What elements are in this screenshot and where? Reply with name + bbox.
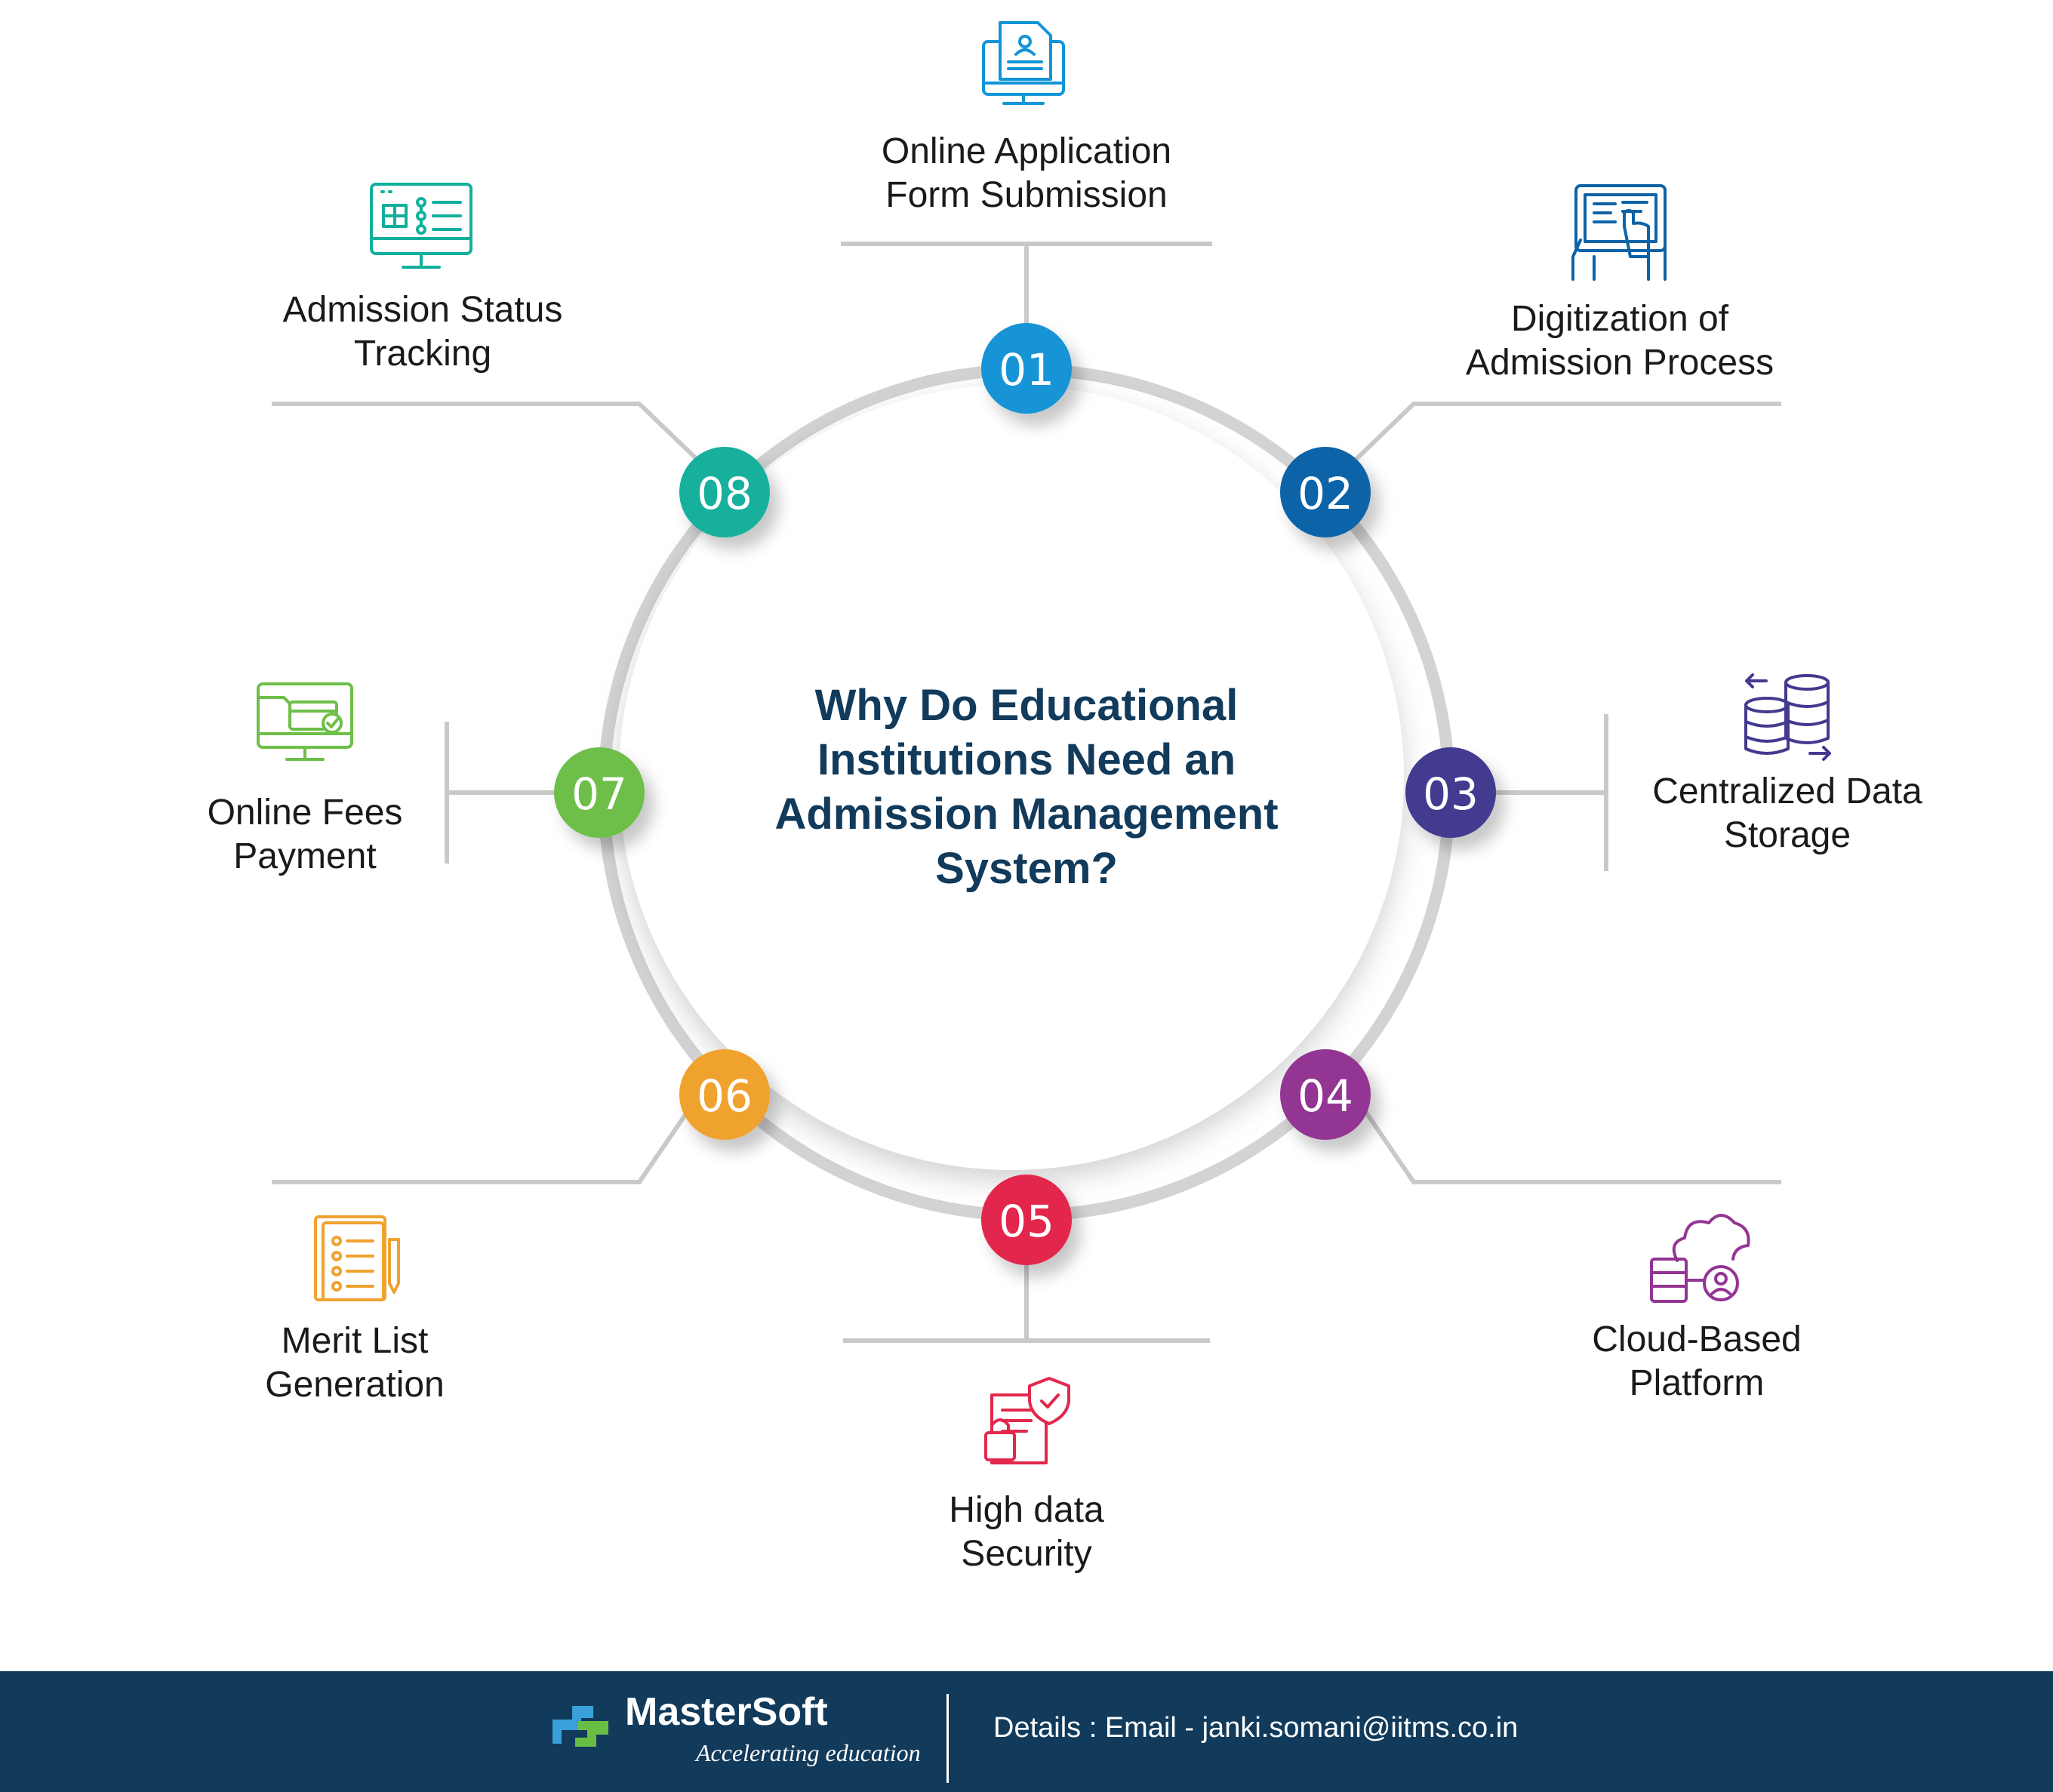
status-tracking-icon (370, 183, 472, 269)
brand-tagline: Accelerating education (696, 1739, 921, 1766)
label-line: Digitization of (1510, 299, 1729, 339)
connector-08 (272, 402, 700, 463)
label-cloud-platform: Cloud-Based Platform (1493, 1318, 1901, 1406)
label-line: Payment (233, 836, 377, 876)
diagram-canvas: 01 02 03 04 05 06 07 08 (257, 21, 1831, 1464)
badge-number: 03 (1423, 768, 1479, 820)
digitization-tablet-icon (1571, 184, 1667, 281)
payment-card-icon (257, 682, 353, 761)
label-line: Tracking (353, 334, 492, 374)
badge-08: 08 (679, 447, 770, 537)
label-line: Platform (1629, 1363, 1765, 1403)
footer-bar: MasterSoft Accelerating education Detail… (0, 1671, 2053, 1792)
badge-number: 05 (999, 1196, 1054, 1247)
connector-06 (272, 1095, 700, 1184)
number-badges: 01 02 03 04 05 06 07 08 (554, 323, 1496, 1265)
badge-05: 05 (981, 1175, 1072, 1265)
label-line: Form Submission (885, 175, 1168, 215)
label-line: High data (949, 1490, 1104, 1530)
label-centralized-storage: Centralized Data Storage (1584, 770, 1991, 858)
label-line: Cloud-Based (1592, 1319, 1802, 1359)
center-title-line: Institutions Need an (817, 735, 1236, 784)
label-line: Admission Status (282, 290, 563, 330)
label-line: Storage (1723, 815, 1851, 855)
badge-number: 04 (1297, 1070, 1353, 1122)
label-fees-payment: Online Fees Payment (101, 791, 509, 879)
online-application-icon (982, 21, 1065, 105)
label-line: Admission Process (1465, 343, 1774, 383)
brand-name: MasterSoft (625, 1690, 828, 1734)
center-title-line: Admission Management (774, 790, 1279, 839)
badge-number: 07 (571, 768, 627, 820)
center-title-line: System? (935, 844, 1118, 893)
label-digitization: Digitization of Admission Process (1416, 297, 1824, 385)
connector-04 (1353, 1095, 1781, 1184)
security-shield-icon (984, 1377, 1070, 1464)
badge-03: 03 (1405, 747, 1496, 838)
badge-number: 08 (697, 468, 753, 519)
cloud-platform-icon (1650, 1214, 1750, 1303)
merit-list-icon (314, 1215, 400, 1301)
label-line: Online Application (881, 131, 1172, 171)
mastersoft-logo-icon (552, 1706, 608, 1747)
badge-01: 01 (981, 323, 1072, 414)
badge-number: 02 (1297, 468, 1353, 519)
connector-lines (272, 242, 1781, 1343)
center-title: Why Do Educational Institutions Need an … (709, 670, 1344, 904)
center-disc (619, 385, 1404, 1170)
badge-04: 04 (1280, 1049, 1371, 1140)
label-line: Security (961, 1534, 1092, 1574)
badge-06: 06 (679, 1049, 770, 1140)
label-status-tracking: Admission Status Tracking (219, 288, 626, 376)
database-icon (1744, 673, 1831, 761)
label-data-security: High data Security (823, 1489, 1230, 1576)
label-line: Online Fees (207, 793, 403, 833)
badge-02: 02 (1280, 447, 1371, 537)
badge-07: 07 (554, 747, 645, 838)
badge-number: 06 (697, 1070, 753, 1122)
label-line: Centralized Data (1652, 771, 1922, 811)
contact-details: Details : Email - janki.somani@iitms.co.… (993, 1712, 1519, 1744)
footer-divider (946, 1694, 949, 1783)
infographic: 01 02 03 04 05 06 07 08 Why Do Education… (101, 21, 1991, 1576)
label-online-application: Online Application Form Submission (823, 130, 1230, 217)
label-merit-list: Merit List Generation (151, 1319, 559, 1407)
label-line: Merit List (281, 1321, 429, 1361)
connector-02 (1353, 402, 1781, 463)
center-title-line: Why Do Educational (814, 681, 1239, 730)
label-line: Generation (265, 1365, 445, 1405)
badge-number: 01 (999, 344, 1054, 396)
